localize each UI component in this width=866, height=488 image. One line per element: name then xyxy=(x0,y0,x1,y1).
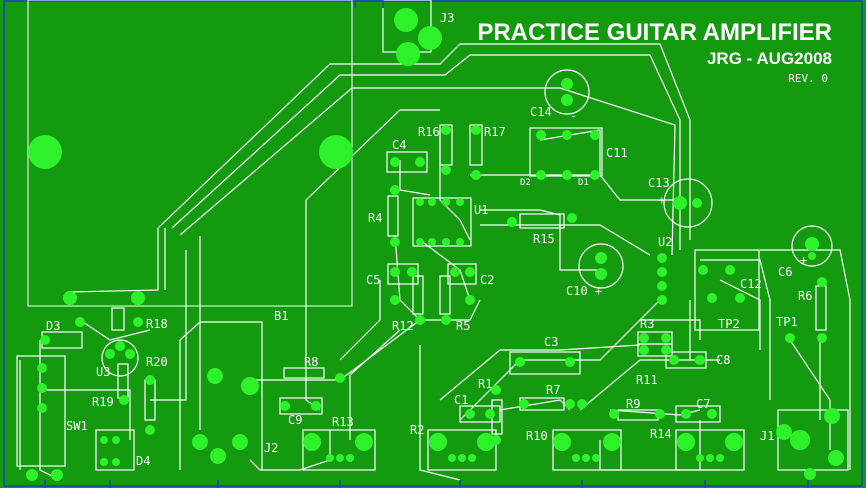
label-R1: R1 xyxy=(478,377,492,391)
label-C7: C7 xyxy=(696,397,710,411)
label-plus-c13: + xyxy=(658,193,665,207)
label-C12: C12 xyxy=(740,277,762,291)
label-R4: R4 xyxy=(368,211,382,225)
label-R17: R17 xyxy=(484,125,506,139)
label-R3: R3 xyxy=(640,317,654,331)
label-D1: D1 xyxy=(578,178,589,188)
probe-ticks xyxy=(44,0,809,488)
label-C6: C6 xyxy=(778,265,792,279)
label-C3: C3 xyxy=(544,335,558,349)
label-C8: C8 xyxy=(716,353,730,367)
label-U2: U2 xyxy=(658,235,672,249)
label-C14: C14 xyxy=(530,105,552,119)
board-revision: REV. 0 xyxy=(788,72,828,85)
board-edge xyxy=(3,0,863,487)
label-J3: J3 xyxy=(440,11,454,25)
label-C1: C1 xyxy=(454,393,468,407)
label-J1: J1 xyxy=(760,429,774,443)
label-R16: R16 xyxy=(418,125,440,139)
label-R18: R18 xyxy=(146,317,168,331)
label-R5: R5 xyxy=(456,319,470,333)
label-R2: R2 xyxy=(410,423,424,437)
component-outlines xyxy=(16,0,849,471)
label-R19: R19 xyxy=(92,395,114,409)
label-D3: D3 xyxy=(46,319,60,333)
label-C2: C2 xyxy=(480,273,494,287)
label-C13: C13 xyxy=(648,176,670,190)
label-R14: R14 xyxy=(650,427,672,441)
label-minus-c14: - xyxy=(570,109,577,123)
pads xyxy=(26,8,844,481)
label-D2: D2 xyxy=(520,178,531,188)
label-TP2: TP2 xyxy=(718,317,740,331)
label-R10: R10 xyxy=(526,429,548,443)
label-C10: C10 + xyxy=(566,284,602,298)
board-author-date: JRG - AUG2008 xyxy=(707,49,832,68)
component-labels: J3 C14 R16 R17 C4 C11 D2 D1 C13 R4 U1 R1… xyxy=(46,11,812,468)
label-SW1: SW1 xyxy=(66,419,88,433)
label-R20: R20 xyxy=(146,355,168,369)
label-C9: C9 xyxy=(288,413,302,427)
label-C11: C11 xyxy=(606,146,628,160)
label-D4: D4 xyxy=(136,454,150,468)
label-R8: R8 xyxy=(304,355,318,369)
label-U3: U3 xyxy=(96,365,110,379)
label-C4: C4 xyxy=(392,138,406,152)
label-C5: C5 xyxy=(366,273,380,287)
label-R15: R15 xyxy=(533,232,555,246)
label-plus-c6: + xyxy=(800,253,807,267)
label-R7: R7 xyxy=(546,383,560,397)
label-TP1: TP1 xyxy=(776,315,798,329)
label-R6: R6 xyxy=(798,289,812,303)
label-U1: U1 xyxy=(474,203,488,217)
label-R11: R11 xyxy=(636,373,658,387)
label-R9: R9 xyxy=(626,397,640,411)
label-R13: R13 xyxy=(332,415,354,429)
label-B1: B1 xyxy=(274,309,288,323)
label-J2: J2 xyxy=(264,441,278,455)
traces xyxy=(19,43,851,481)
board-title: PRACTICE GUITAR AMPLIFIER xyxy=(477,19,832,46)
label-R12: R12 xyxy=(392,319,414,333)
